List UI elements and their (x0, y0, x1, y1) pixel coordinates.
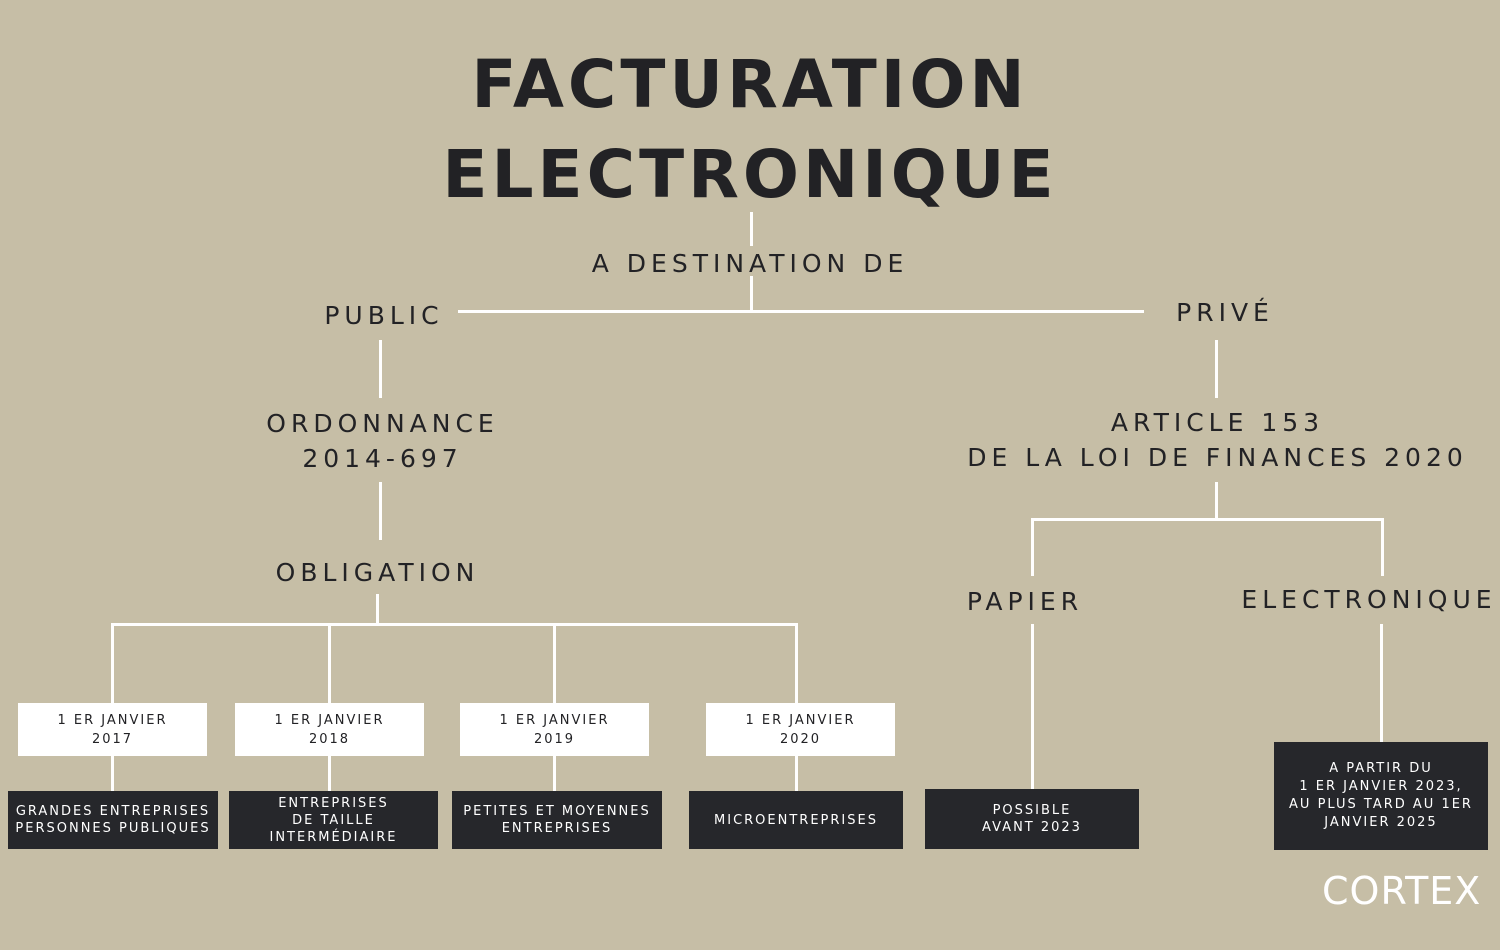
connector-branch-electronique (1381, 518, 1384, 576)
date-2018-line-1: 1 ER JANVIER (274, 712, 385, 728)
electronique-label: ELECTRONIQUE (1241, 585, 1497, 614)
papier-box-line-1: POSSIBLE (992, 803, 1072, 818)
ordonnance-line-1: ORDONNANCE (266, 409, 499, 438)
connector-public-prive-horizontal (458, 310, 1144, 313)
electronique-box-line-2: 1 ER JANVIER 2023, (1299, 779, 1463, 794)
connector-2020-target (795, 755, 798, 791)
cortex-logo: CORTEX (1322, 869, 1482, 913)
connector-ordonnance-obligation (379, 482, 382, 540)
connector-2018-target (328, 755, 331, 791)
papier-box: POSSIBLE AVANT 2023 (925, 789, 1139, 849)
connector-obligation-horizontal (111, 623, 798, 626)
connector-public-ordonnance (379, 340, 382, 398)
date-2017-line-2: 2017 (91, 731, 134, 747)
target-3-line-2: ENTREPRISES (501, 821, 613, 836)
electronique-box-line-1: A PARTIR DU (1329, 761, 1433, 776)
connector-branch-papier (1031, 518, 1034, 576)
date-2019-line-2: 2019 (533, 731, 576, 747)
title-line-2: ELECTRONIQUE (442, 136, 1058, 213)
connector-branch-2020 (795, 623, 798, 703)
connector-papier-box (1031, 624, 1034, 790)
connector-branch-2018 (328, 623, 331, 703)
connector-title-destination (750, 212, 753, 246)
date-box-2018: 1 ER JANVIER 2018 (235, 703, 424, 756)
target-box-pme: PETITES ET MOYENNES ENTREPRISES (452, 791, 662, 849)
papier-box-line-2: AVANT 2023 (982, 820, 1082, 835)
title-line-1: FACTURATION (471, 46, 1029, 123)
target-2-line-3: INTERMÉDIAIRE (269, 829, 398, 845)
target-box-microentreprises: MICROENTREPRISES (689, 791, 903, 849)
obligation-label: OBLIGATION (275, 558, 480, 587)
target-1-line-1: GRANDES ENTREPRISES (15, 804, 211, 819)
article-line-1: ARTICLE 153 (1110, 408, 1325, 437)
connector-2019-target (553, 755, 556, 791)
connector-obligation-down (376, 594, 379, 624)
connector-article-down (1215, 482, 1218, 520)
date-box-2019: 1 ER JANVIER 2019 (460, 703, 649, 756)
article-line-2: DE LA LOI DE FINANCES 2020 (967, 443, 1468, 472)
connector-article-horizontal (1031, 518, 1384, 521)
connector-electronique-box (1380, 624, 1383, 742)
connector-branch-2019 (553, 623, 556, 703)
electronique-box: A PARTIR DU 1 ER JANVIER 2023, AU PLUS T… (1274, 742, 1488, 850)
date-box-2020: 1 ER JANVIER 2020 (706, 703, 895, 756)
public-label: PUBLIC (324, 301, 444, 330)
target-box-grandes-entreprises: GRANDES ENTREPRISES PERSONNES PUBLIQUES (8, 791, 218, 849)
papier-label: PAPIER (966, 587, 1084, 616)
ordonnance-line-2: 2014-697 (302, 444, 463, 473)
article-label: ARTICLE 153 DE LA LOI DE FINANCES 2020 (960, 405, 1475, 475)
date-2020-line-2: 2020 (779, 731, 822, 747)
electronique-box-line-4: JANVIER 2025 (1324, 815, 1438, 830)
connector-prive-article (1215, 340, 1218, 398)
target-2-line-1: ENTREPRISES (278, 795, 389, 811)
connector-branch-2017 (111, 623, 114, 703)
destination-label: A DESTINATION DE (591, 249, 909, 278)
date-2019-line-1: 1 ER JANVIER (499, 712, 610, 728)
target-3-line-1: PETITES ET MOYENNES (463, 804, 651, 819)
connector-2017-target (111, 755, 114, 791)
target-2-line-2: DE TAILLE (292, 812, 375, 828)
date-box-2017: 1 ER JANVIER 2017 (18, 703, 207, 756)
ordonnance-label: ORDONNANCE 2014-697 (230, 406, 535, 476)
target-1-line-2: PERSONNES PUBLIQUES (15, 821, 211, 836)
target-4-line-1: MICROENTREPRISES (714, 812, 878, 828)
target-box-eti: ENTREPRISES DE TAILLE INTERMÉDIAIRE (229, 791, 438, 849)
connector-destination-split (750, 276, 753, 312)
date-2018-line-2: 2018 (308, 731, 351, 747)
date-2020-line-1: 1 ER JANVIER (745, 712, 856, 728)
electronique-box-line-3: AU PLUS TARD AU 1ER (1289, 797, 1473, 812)
prive-label: PRIVÉ (1176, 298, 1274, 327)
date-2017-line-1: 1 ER JANVIER (57, 712, 168, 728)
